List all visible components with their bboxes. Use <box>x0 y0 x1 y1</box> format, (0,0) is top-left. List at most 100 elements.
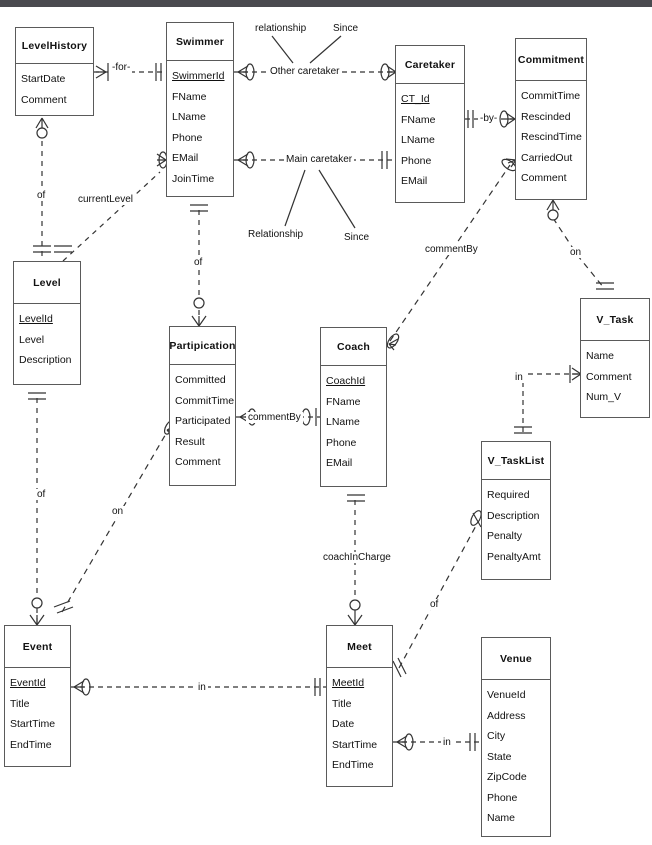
entity-title-event: Event <box>5 626 70 668</box>
attribute-swimmer-phone: Phone <box>172 131 203 144</box>
attribute-caretaker-lname: LName <box>401 134 435 146</box>
attribute-v_tasklist-penaltyamt: PenaltyAmt <box>487 550 541 563</box>
attribute-commitment-rescinded: Rescinded <box>521 110 571 123</box>
attribute-venue-phone: Phone <box>487 791 518 804</box>
relationship-label-for: -for- <box>110 62 133 73</box>
primary-key-attribute-caretaker-ct_id: CT_Id <box>401 93 430 105</box>
attribute-v_task-comment: Comment <box>586 370 632 383</box>
attribute-level-description: Description <box>19 354 72 366</box>
attribute-caretaker-fname: FName <box>401 113 436 126</box>
attribute-commitment-rescindtime: RescindTime <box>521 131 582 143</box>
attribute-levelhistory-startdate: StartDate <box>21 73 66 85</box>
annotation-since-main: Since <box>344 232 370 243</box>
relationship-label-currentlevel: currentLevel <box>76 194 136 205</box>
relationship-label-by: -by- <box>478 113 500 124</box>
edge-meet-in-venue <box>393 733 481 751</box>
attribute-partipication-result: Result <box>175 435 205 448</box>
attribute-commitment-comment: Comment <box>521 172 567 184</box>
attribute-caretaker-email: EMail <box>401 175 428 187</box>
attribute-meet-endtime: EndTime <box>332 759 374 771</box>
attribute-venue-state: State <box>487 750 512 763</box>
attribute-coach-phone: Phone <box>326 436 357 449</box>
relationship-label-on-commitment-vtask: on <box>568 247 584 258</box>
primary-key-attribute-event-eventid: EventId <box>10 677 46 689</box>
attribute-venue-name: Name <box>487 812 516 824</box>
entity-title-partipication: Partipication <box>169 327 235 365</box>
relationship-label-of-level-history: of <box>35 190 48 201</box>
attribute-levelhistory-comment: Comment <box>21 93 67 106</box>
edge-level-of-event <box>28 392 46 626</box>
relationship-label-main-caretaker: Main caretaker <box>284 154 355 165</box>
annotation-since-other: Since <box>333 23 359 34</box>
attribute-venue-address: Address <box>487 709 526 722</box>
edge-swimmer-currentlevel-level <box>54 151 168 262</box>
window-top-bar <box>0 0 652 7</box>
entity-title-v_task: V_Task <box>581 299 649 341</box>
attribute-event-title: Title <box>10 697 30 710</box>
entity-title-levelhistory: LevelHistory <box>16 28 93 64</box>
entity-title-caretaker: Caretaker <box>396 46 464 84</box>
attribute-v_tasklist-penalty: Penalty <box>487 530 523 542</box>
attribute-v_tasklist-required: Required <box>487 489 530 501</box>
relationship-label-in-event-meet: in <box>196 682 208 693</box>
attribute-partipication-participated: Participated <box>175 415 231 427</box>
edge-commitment-on-vtask <box>546 199 614 290</box>
entity-title-v_tasklist: V_TaskList <box>482 442 550 480</box>
annotation-leaders-main <box>284 169 356 229</box>
relationship-label-commentby-commitment: commentBy <box>423 244 480 255</box>
attribute-venue-city: City <box>487 730 506 742</box>
attribute-caretaker-phone: Phone <box>401 154 432 167</box>
entity-title-swimmer: Swimmer <box>167 23 233 61</box>
attribute-event-endtime: EndTime <box>10 738 52 751</box>
relationship-label-of-swimmer-partipication: of <box>192 257 205 268</box>
attribute-v_tasklist-description: Description <box>487 509 540 522</box>
attribute-v_task-num_v: Num_V <box>586 391 622 403</box>
relationship-label-coachincharge: coachInCharge <box>321 552 393 563</box>
primary-key-attribute-meet-meetid: MeetId <box>332 677 365 689</box>
attribute-level-level: Level <box>19 333 45 346</box>
attribute-swimmer-lname: LName <box>172 111 206 123</box>
attribute-commitment-carriedout: CarriedOut <box>521 151 573 164</box>
attribute-commitment-committime: CommitTime <box>521 90 581 102</box>
primary-key-attribute-swimmer-swimmerid: SwimmerId <box>172 70 225 82</box>
attribute-partipication-comment: Comment <box>175 456 221 468</box>
attribute-coach-lname: LName <box>326 416 360 428</box>
entity-title-meet: Meet <box>327 626 392 668</box>
attribute-meet-title: Title <box>332 697 352 710</box>
entity-title-venue: Venue <box>482 638 550 680</box>
relationship-label-in-meet-venue: in <box>441 737 453 748</box>
attribute-event-starttime: StartTime <box>10 718 56 730</box>
relationship-label-commentby-coach: commentBy <box>246 412 303 423</box>
entity-title-commitment: Commitment <box>516 39 586 81</box>
primary-key-attribute-level-levelid: LevelId <box>19 313 53 325</box>
attribute-v_task-name: Name <box>586 350 615 362</box>
primary-key-attribute-coach-coachid: CoachId <box>326 375 366 387</box>
relationship-label-of-level-event: of <box>35 489 48 500</box>
attribute-partipication-committed: Committed <box>175 374 226 386</box>
annotation-leaders-other <box>271 35 342 64</box>
attribute-coach-fname: FName <box>326 395 361 408</box>
edge-meet-of-vtasklist <box>392 510 482 678</box>
annotation-relationship-main: Relationship <box>248 229 304 240</box>
attribute-partipication-committime: CommitTime <box>175 394 235 407</box>
